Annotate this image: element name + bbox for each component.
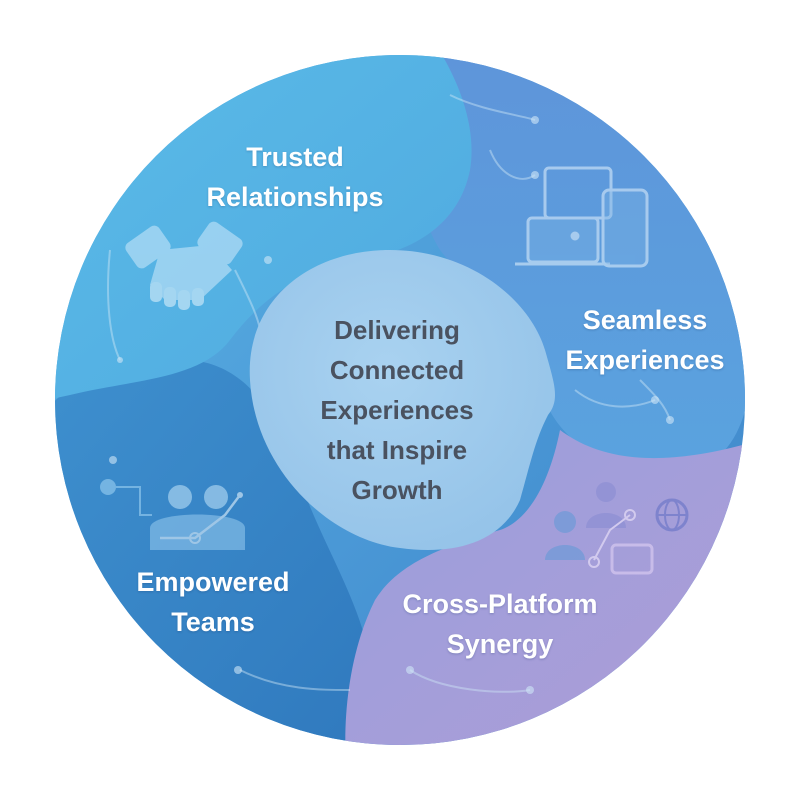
center-line: that Inspire: [326, 435, 468, 465]
team-growth-icon: [100, 479, 245, 550]
center-line: Growth: [351, 475, 443, 505]
segment-label-trusted-relationships: Trusted Relationships: [190, 137, 400, 217]
center-line: Connected: [329, 355, 465, 385]
segment-label-line: Teams: [171, 607, 255, 637]
center-statement: Delivering Connected Experiences that In…: [272, 310, 522, 510]
handshake-icon: [125, 221, 243, 310]
segment-label-line: Relationships: [206, 182, 384, 212]
center-line: Experiences: [320, 395, 474, 425]
segment-label-line: Cross-Platform: [402, 589, 598, 619]
segment-label-line: Trusted: [246, 142, 344, 172]
center-line: Delivering: [334, 315, 460, 345]
segment-label-cross-platform-synergy: Cross-Platform Synergy: [375, 584, 625, 664]
segment-label-line: Experiences: [565, 345, 725, 375]
center-blob: [249, 250, 556, 551]
segment-label-line: Empowered: [136, 567, 290, 597]
segment-label-line: Seamless: [582, 305, 708, 335]
devices-icon: [515, 166, 649, 268]
segment-label-seamless-experiences: Seamless Experiences: [545, 300, 745, 380]
connector-dots: [109, 116, 674, 694]
segment-label-empowered-teams: Empowered Teams: [108, 562, 318, 642]
segment-label-line: Synergy: [446, 629, 554, 659]
network-people-icon: [545, 482, 689, 575]
